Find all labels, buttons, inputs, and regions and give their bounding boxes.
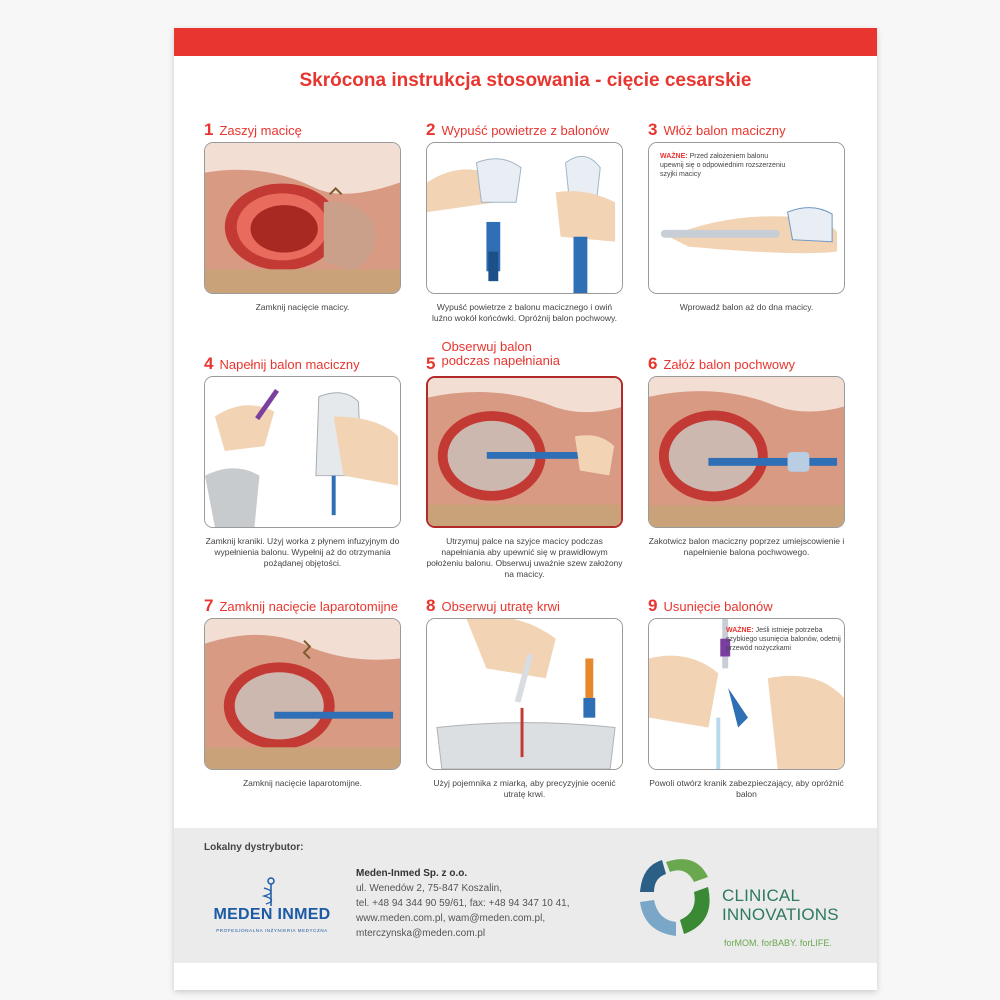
step-caption: Użyj pojemnika z miarką, aby precyzyjnie…: [433, 778, 616, 799]
meden-inmed-logo: MEDEN INMED PROFESJONALNA INŻYNIERIA MED…: [202, 876, 342, 946]
step-caption: Powoli otwórz kranik zabezpieczający, ab…: [649, 778, 844, 799]
step-caption: Zakotwicz balon maciczny poprzez umiejsc…: [648, 536, 845, 557]
page-title: Skrócona instrukcja stosowania - cięcie …: [299, 70, 752, 91]
distributor-label: Lokalny dystrybutor:: [204, 842, 304, 853]
company-email: mterczynska@meden.com.pl: [356, 928, 486, 939]
step-number: 4: [204, 354, 214, 373]
step-number: 3: [648, 120, 658, 139]
step-caption: Wypuść powietrze z balonu macicznego i o…: [431, 302, 618, 323]
company-address: ul. Wenedów 2, 75-847 Koszalin,: [356, 883, 503, 894]
step-caption: Zamknij nacięcie macicy.: [255, 302, 350, 312]
step-title: Wypuść powietrze z balonów: [441, 123, 609, 138]
step-caption: Zamknij kraniki. Użyj worka z płynem inf…: [205, 536, 400, 568]
clinical-innovations-name: CLINICAL INNOVATIONS: [722, 886, 839, 924]
company-web-email: www.meden.com.pl, wam@meden.com.pl,: [356, 913, 546, 924]
clinical-innovations-logo: CLINICAL INNOVATIONS forMOM. forBABY. fo…: [636, 852, 856, 952]
step-title: Zaszyj macicę: [219, 123, 302, 138]
note-text: Przed założeniem balonu upewnij się o od…: [660, 153, 786, 178]
caduceus-icon: [261, 877, 275, 906]
step-caption: Wprowadź balon aż do dna macicy.: [679, 302, 814, 312]
top-red-bar: [174, 28, 877, 56]
step-number: 6: [648, 354, 658, 373]
note-text: Jeśli istnieje potrzeba szybkiego usunię…: [726, 627, 841, 652]
step-title: Obserwuj utratę krwi: [441, 599, 560, 614]
step-title: Włóż balon maciczny: [663, 123, 786, 138]
step-header: 7 Zamknij nacięcie laparotomijne: [204, 596, 414, 618]
step-illustration: [648, 618, 845, 770]
step-illustration: [426, 618, 623, 770]
step-header: 9 Usunięcie balonów: [648, 596, 858, 618]
step-caption: Utrzymuj palce na szyjce macicy podczas …: [426, 536, 623, 579]
important-note: WAŻNE: Jeśli istnieje potrzeba szybkiego…: [726, 626, 844, 653]
distributor-contact: Meden-Inmed Sp. z o.o. ul. Wenedów 2, 75…: [356, 866, 570, 941]
step-number: 9: [648, 596, 658, 615]
step-illustration-highlighted: [426, 376, 623, 528]
note-label: WAŻNE:: [660, 153, 688, 160]
step-illustration: [204, 142, 401, 294]
step-header: 4 Napełnij balon maciczny: [204, 354, 414, 376]
instruction-sheet: Skrócona instrukcja stosowania - cięcie …: [174, 28, 877, 990]
step-number: 5: [426, 354, 436, 373]
company-phone: tel. +48 94 344 90 59/61, fax: +48 94 34…: [356, 898, 570, 909]
step-number: 8: [426, 596, 436, 615]
step-header: 6 Załóż balon pochwowy: [648, 354, 858, 376]
step-illustration: [648, 376, 845, 528]
step-illustration: [204, 618, 401, 770]
step-number: 1: [204, 120, 214, 139]
meden-logo-subtitle: PROFESJONALNA INŻYNIERIA MEDYCZNA: [216, 928, 328, 933]
ci-name-line1: CLINICAL: [722, 886, 801, 905]
step-number: 2: [426, 120, 436, 139]
step-number: 7: [204, 596, 214, 615]
company-name: Meden-Inmed Sp. z o.o.: [356, 868, 468, 879]
step-title: Napełnij balon maciczny: [219, 357, 360, 372]
step-title: Załóż balon pochwowy: [663, 357, 795, 372]
clinical-innovations-tagline: forMOM. forBABY. forLIFE.: [724, 938, 832, 948]
step-title: Obserwuj balon podczas napełniania: [441, 339, 561, 368]
step-header: 2 Wypuść powietrze z balonów: [426, 120, 636, 142]
footer: Lokalny dystrybutor: MEDEN INMED PROFESJ…: [174, 828, 877, 963]
step-title: Usunięcie balonów: [663, 599, 773, 614]
step-illustration: [204, 376, 401, 528]
note-label: WAŻNE:: [726, 627, 754, 634]
meden-logo-text: MEDEN INMED: [213, 906, 331, 923]
step-illustration: [426, 142, 623, 294]
ci-name-line2: INNOVATIONS: [722, 905, 839, 924]
step-header: 5 Obserwuj balon podczas napełniania: [426, 340, 636, 376]
important-note: WAŻNE: Przed założeniem balonu upewnij s…: [660, 152, 790, 179]
step-header: 3 Włóż balon maciczny: [648, 120, 858, 142]
step-header: 8 Obserwuj utratę krwi: [426, 596, 636, 618]
clinical-innovations-emblem-icon: [640, 859, 710, 936]
step-illustration: [648, 142, 845, 294]
step-caption: Zamknij nacięcie laparotomijne.: [242, 778, 363, 788]
step-header: 1 Zaszyj macicę: [204, 120, 414, 142]
step-title: Zamknij nacięcie laparotomijne: [219, 599, 398, 614]
